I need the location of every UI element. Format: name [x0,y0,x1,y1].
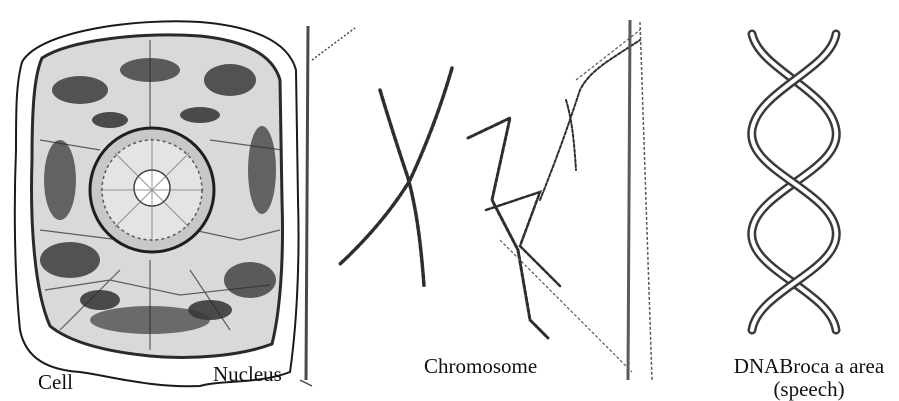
zoom-divider-2 [500,20,652,380]
chromatin-fiber-2 [566,100,576,170]
chromosome-x-arm-2 [340,68,452,264]
cell-label: Cell [38,371,73,393]
chromosome-x-arm-1 [380,90,424,286]
chromosome-illustration [340,40,640,338]
dna-strand-2-inner [752,34,837,330]
cell-illustration [15,21,299,386]
nucleus-label: Nucleus [213,363,282,385]
nucleus-texture [100,138,204,242]
chromatid-strand [468,118,548,338]
dna-label-line-2: (speech) [714,378,899,401]
dna-helix [752,34,837,330]
dna-label-line-1: DNABroca a area [714,355,899,378]
chromatin-fiber [540,40,640,200]
chromosome-label: Chromosome [424,355,537,377]
dna-label: DNABroca a area (speech) [714,355,899,401]
zoom-divider-1 [300,26,355,386]
